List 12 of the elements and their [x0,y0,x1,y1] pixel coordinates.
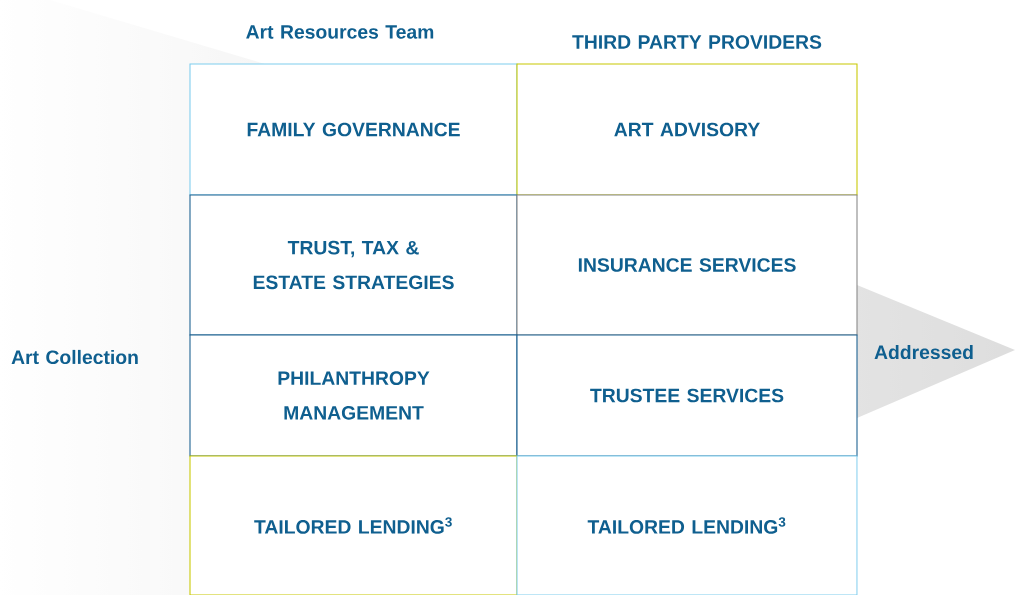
service-cell: PHILANTHROPY MANAGEMENT [189,334,518,457]
column-heading: THIRD PARTY PROVIDERS [572,35,822,49]
funnel-label: Art Collection [11,349,138,365]
service-cell: ART ADVISORY [516,63,858,196]
service-cell: FAMILY GOVERNANCE [189,63,518,196]
service-cell: INSURANCE SERVICES [516,194,858,336]
funnel-label: Addressed [874,344,973,360]
service-cell: TRUST, TAX & ESTATE STRATEGIES [189,194,518,336]
service-cell: TAILORED LENDING$^{3}$ [516,455,858,595]
service-cell: TRUSTEE SERVICES [516,334,858,457]
column-heading: Art Resources Team [246,25,434,39]
service-cell: TAILORED LENDING$^{3}$ [189,455,518,595]
